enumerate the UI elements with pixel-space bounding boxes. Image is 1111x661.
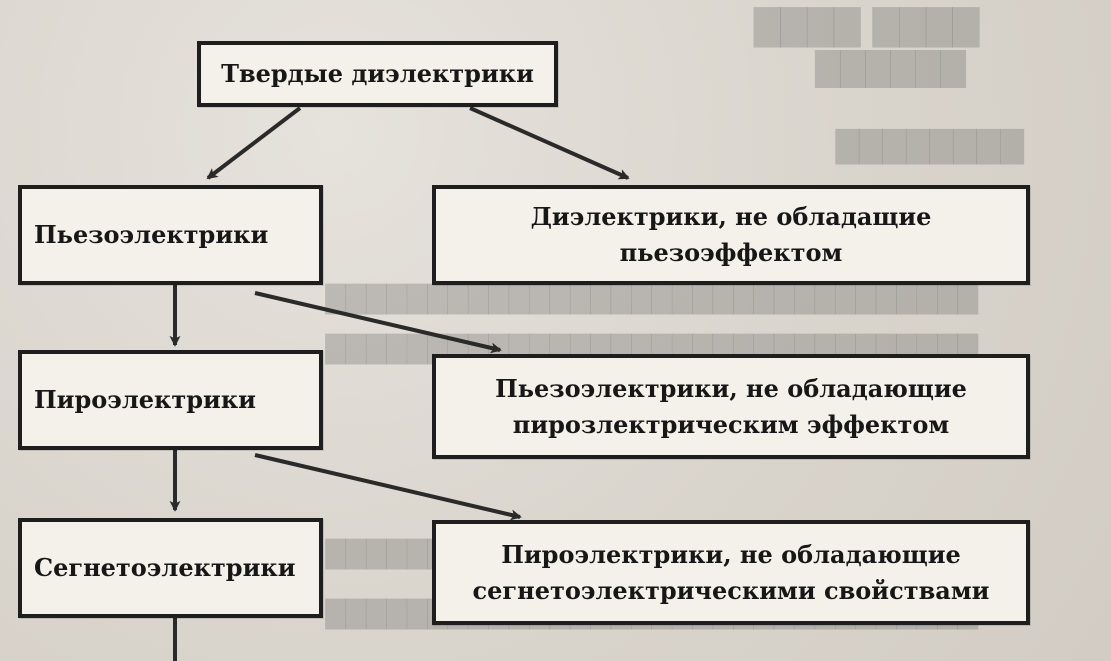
node-ferroelectrics: Сегнетоэлектрики [18, 518, 323, 618]
node-non-piezo-dielectrics-label: Диэлектрики, не обладащие пьезоэффектом [530, 202, 932, 267]
arrow-root-to-non-piezo [469, 106, 630, 180]
node-non-piezo-dielectrics: Диэлектрики, не обладащие пьезоэффектом [432, 185, 1030, 285]
node-non-ferro-pyroelectrics: Пироэлектрики, не обладающие сегнетоэлек… [432, 520, 1030, 625]
arrow-pyro-to-non-ferro [254, 453, 522, 521]
node-piezoelectrics: Пьезоэлектрики [18, 185, 323, 285]
node-pyroelectrics: Пироэлектрики [18, 350, 323, 450]
node-non-pyro-piezoelectrics-label: Пьезоэлектрики, не обладающие пирозлектр… [495, 373, 967, 439]
node-ferroelectrics-label: Сегнетоэлектрики [34, 553, 296, 582]
arrow-piezo-to-non-pyro [254, 291, 502, 354]
node-solid-dielectrics: Твердые диэлектрики [197, 41, 558, 107]
arrow-root-to-piezo [206, 106, 302, 180]
node-non-pyro-piezoelectrics: Пьезоэлектрики, не обладающие пирозлектр… [432, 354, 1030, 459]
node-piezoelectrics-label: Пьезоэлектрики [34, 220, 269, 249]
node-solid-dielectrics-label: Твердые диэлектрики [221, 59, 534, 88]
node-non-ferro-pyroelectrics-label: Пироэлектрики, не обладающие сегнетоэлек… [472, 539, 990, 605]
node-pyroelectrics-label: Пироэлектрики [34, 385, 256, 414]
